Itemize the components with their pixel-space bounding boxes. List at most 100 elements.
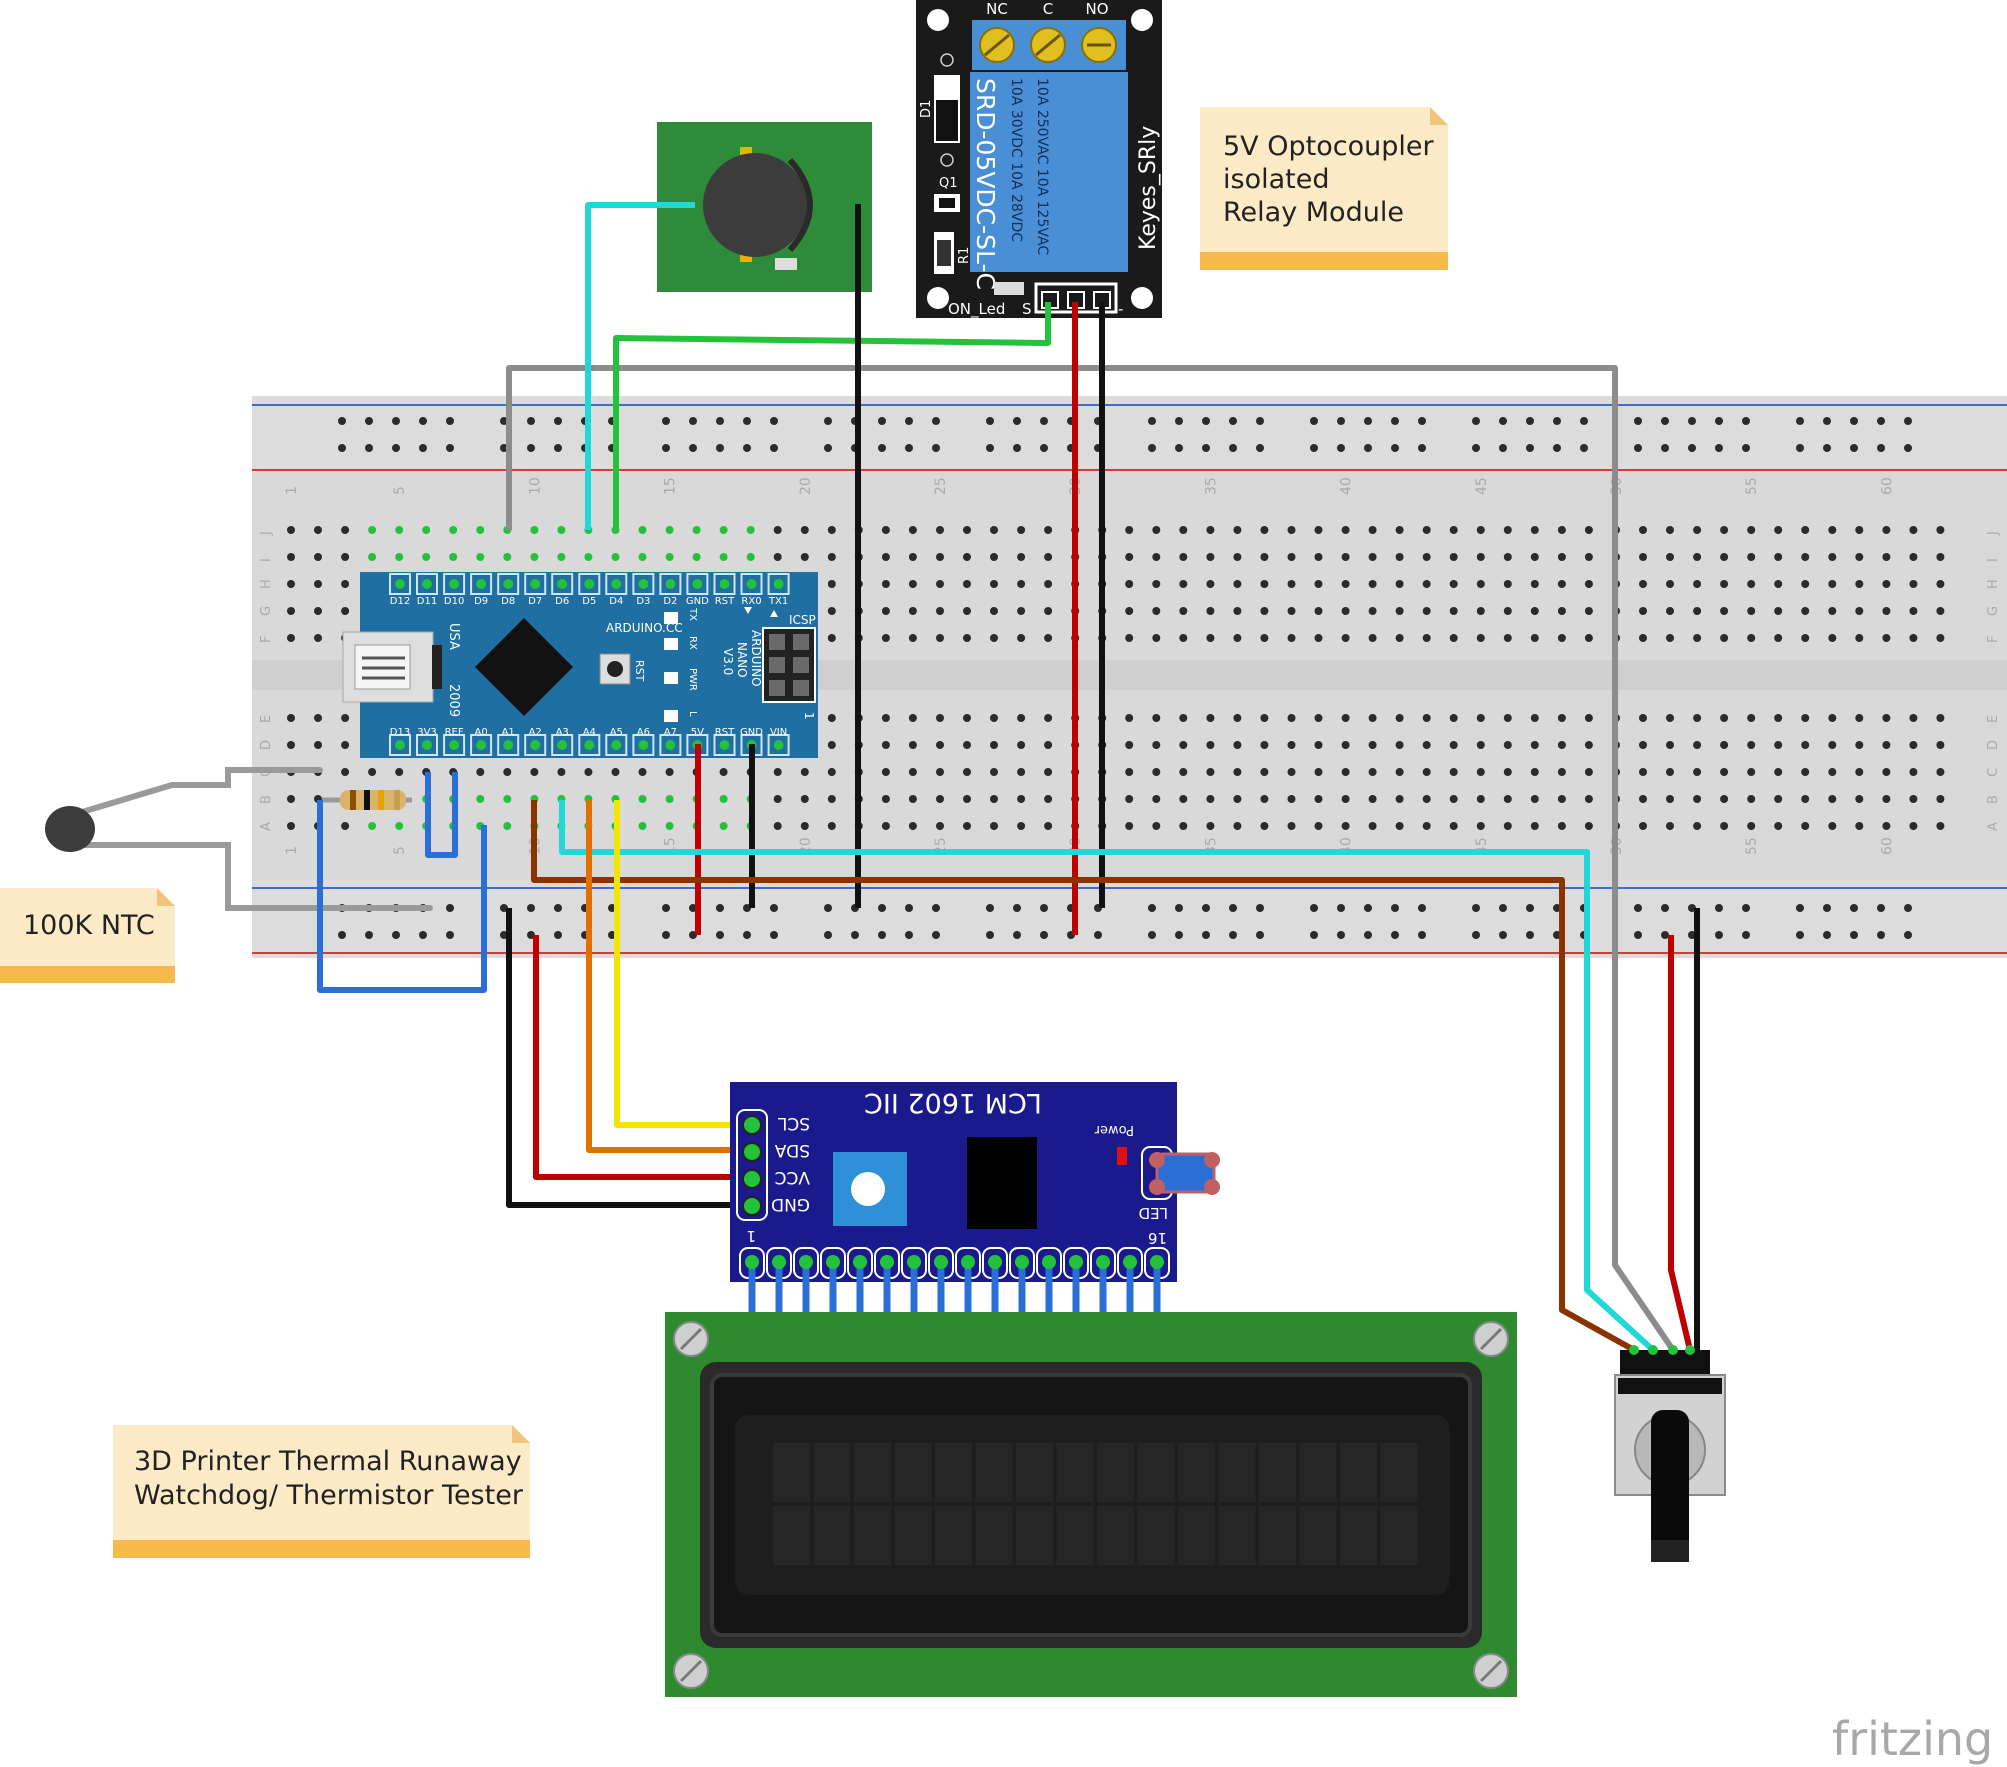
nano-pin-label: 3V3	[417, 727, 437, 738]
breadboard-hole	[1395, 526, 1404, 534]
breadboard-hole	[1017, 607, 1026, 615]
breadboard-hole	[1503, 526, 1512, 534]
power-rail-hole	[932, 444, 940, 452]
power-rail-hole	[1877, 444, 1885, 452]
power-rail-hole	[662, 931, 670, 939]
breadboard-hole	[1152, 553, 1161, 561]
breadboard-hole	[827, 768, 836, 776]
power-rail-hole	[338, 417, 346, 425]
breadboard-hole	[1152, 526, 1161, 534]
breadboard-hole	[1449, 741, 1458, 749]
year-label: 2009	[446, 684, 461, 717]
breadboard-hole	[1179, 526, 1188, 534]
power-rail-hole	[338, 931, 346, 939]
lcd-char-cell	[1299, 1443, 1337, 1502]
label-minus: -	[1118, 300, 1123, 318]
power-rail-hole	[1310, 931, 1318, 939]
lcd-char-cell	[1056, 1506, 1094, 1565]
power-rail-hole	[1472, 904, 1480, 912]
row-letter: I	[1986, 558, 2001, 562]
power-rail-hole	[1391, 444, 1399, 452]
breadboard-hole	[1747, 634, 1756, 642]
breadboard-hole	[1044, 580, 1053, 588]
nano-pin-label: A4	[583, 727, 596, 738]
breadboard-hole	[1179, 580, 1188, 588]
breadboard-hole	[1774, 580, 1783, 588]
nano-pin-pad	[470, 573, 493, 595]
breadboard-hole	[908, 795, 917, 803]
nano-pin-pad	[389, 573, 411, 595]
breadboard-hole	[1801, 768, 1810, 776]
breadboard-hole	[1422, 526, 1431, 534]
wire-black-lcd-gnd	[506, 908, 747, 1208]
power-rail-hole	[1148, 444, 1156, 452]
breadboard-hole	[1368, 768, 1377, 776]
model-line-2: NANO	[735, 642, 749, 678]
nano-pin	[611, 740, 622, 750]
lcd-char-cell	[1218, 1443, 1256, 1502]
lcd-1602	[665, 1312, 1517, 1697]
breadboard-hole	[1909, 553, 1918, 561]
nano-pin	[503, 579, 514, 589]
breadboard-hole	[827, 526, 836, 534]
column-number: 20	[798, 477, 814, 495]
breadboard-hole	[1395, 822, 1404, 830]
nano-pin-pad	[713, 734, 736, 756]
breadboard-hole	[1341, 714, 1350, 722]
breadboard-hole	[1044, 553, 1053, 561]
breadboard-hole	[1936, 768, 1945, 776]
power-rail-hole	[743, 931, 751, 939]
breadboard-hole	[936, 768, 944, 776]
breadboard-hole	[1179, 768, 1188, 776]
power-rail-hole	[1688, 417, 1696, 425]
lcd-character-grid	[773, 1443, 1418, 1565]
breadboard-hole	[1341, 768, 1350, 776]
power-rail-hole	[1040, 444, 1048, 452]
breadboard-hole	[1287, 634, 1296, 642]
breadboard-hole	[1179, 795, 1188, 803]
nano-pin-label: D12	[390, 596, 410, 607]
site-label: ARDUINO.CC	[606, 621, 683, 635]
breadboard-hole	[1503, 714, 1512, 722]
power-rail-hole	[554, 444, 562, 452]
column-number: 25	[933, 477, 949, 495]
breadboard-hole	[1693, 795, 1702, 803]
breadboard-hole	[1179, 741, 1188, 749]
power-rail-hole	[1742, 444, 1750, 452]
breadboard-hole	[827, 607, 836, 615]
breadboard-hole	[1044, 607, 1053, 615]
breadboard-hole	[1639, 741, 1647, 749]
led-jumper[interactable]	[1141, 1146, 1220, 1200]
breadboard-hole	[341, 526, 350, 534]
breadboard-hole	[1233, 526, 1242, 534]
power-rail-hole	[1229, 931, 1237, 939]
breadboard-hole	[692, 553, 701, 561]
buzzer-icon	[703, 153, 807, 257]
breadboard-hole	[1530, 714, 1539, 722]
breadboard-hole	[1936, 607, 1945, 615]
note-relay: 5V Optocoupler isolated Relay Module	[1200, 107, 1448, 270]
nano-pin	[530, 740, 541, 750]
breadboard-hole	[1639, 607, 1647, 615]
breadboard-hole	[1774, 795, 1783, 803]
power-rail-hole	[1715, 904, 1723, 912]
breadboard-hole	[503, 553, 512, 561]
breadboard-hole	[827, 714, 836, 722]
breadboard-hole	[1530, 580, 1539, 588]
breadboard-hole	[827, 634, 836, 642]
breadboard-hole	[530, 768, 539, 776]
breadboard-hole	[584, 553, 593, 561]
breadboard-hole	[1233, 822, 1242, 830]
nano-pin-label: D8	[501, 596, 515, 607]
breadboard-hole	[395, 526, 404, 534]
breadboard-hole	[800, 768, 809, 776]
note-title-line-2: Watchdog/ Thermistor Tester	[134, 1480, 524, 1511]
potentiometer[interactable]	[1614, 1345, 1726, 1562]
nano-pin-pad	[551, 573, 574, 595]
breadboard-hole	[1828, 607, 1837, 615]
nano-pin-label: D3	[636, 596, 650, 607]
breadboard-hole	[1476, 795, 1485, 803]
nano-pin-pad	[524, 734, 547, 756]
icsp-pin-label: 1	[802, 712, 816, 720]
breadboard-hole	[1017, 714, 1026, 722]
